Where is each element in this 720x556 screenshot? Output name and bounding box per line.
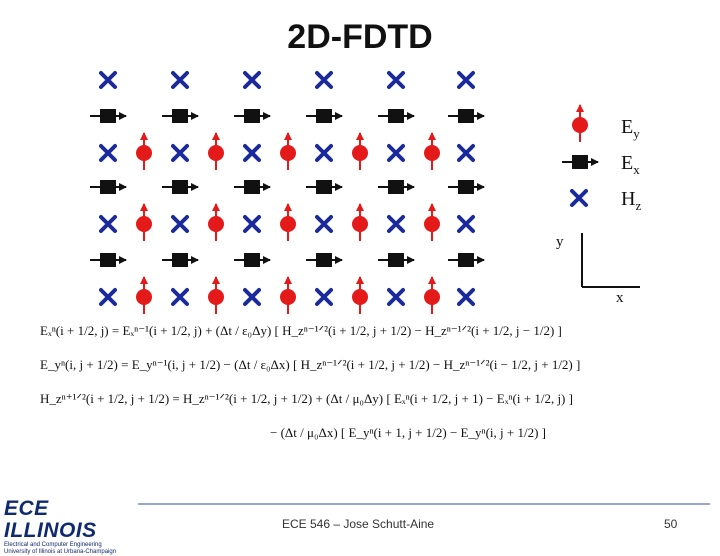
ey-node-icon [352, 276, 368, 314]
ex-node-icon [162, 180, 199, 194]
legend-ex-label: Ex [621, 152, 640, 177]
ey-node-icon [208, 203, 224, 241]
slide-title: 2D-FDTD [287, 18, 433, 56]
ex-node-icon [378, 180, 415, 194]
ex-node-icon [234, 180, 271, 194]
ece-illinois-logo: ECE ILLINOIS Electrical and Computer Eng… [4, 498, 134, 556]
ex-node-icon [306, 253, 343, 267]
hz-node-icon [457, 215, 475, 233]
ex-node-icon [448, 253, 485, 267]
ey-node-icon [352, 203, 368, 241]
ey-update-equation: E_yⁿ(i, j + 1/2) = E_yⁿ⁻¹(i, j + 1/2) − … [40, 357, 581, 372]
hz-node-icon [387, 288, 405, 306]
ex-node-icon [378, 109, 415, 123]
page-number: 50 [664, 517, 678, 531]
ex-node-icon [448, 180, 485, 194]
hz-node-icon [315, 288, 333, 306]
hz-node-icon [243, 288, 261, 306]
ey-node-icon [424, 276, 440, 314]
hz-update-equation: H_zⁿ⁺¹ᐟ²(i + 1/2, j + 1/2) = H_zⁿ⁻¹ᐟ²(i … [40, 391, 573, 406]
hz-node-icon [171, 288, 189, 306]
hz-update-equation-continued: − (Δt / μ₀Δx) [ E_yⁿ(i + 1, j + 1/2) − E… [270, 425, 546, 440]
ey-node-icon [208, 132, 224, 170]
ex-node-icon [448, 109, 485, 123]
hz-node-icon [457, 144, 475, 162]
ey-node-icon [136, 276, 152, 314]
logo-subtitle-2: University of Illinois at Urbana-Champai… [4, 549, 117, 555]
ey-node-icon [280, 276, 296, 314]
ey-node-icon [136, 203, 152, 241]
ex-node-icon [162, 109, 199, 123]
hz-node-icon [99, 288, 117, 306]
ex-update-equation: Eₓⁿ(i + 1/2, j) = Eₓⁿ⁻¹(i + 1/2, j) + (Δ… [40, 323, 562, 338]
y-axis-label: y [556, 234, 564, 250]
yee-cell-grid-diagram [90, 71, 640, 314]
legend-ey-label: Ey [621, 116, 640, 141]
legend-hz-icon [570, 189, 588, 207]
hz-node-icon [99, 144, 117, 162]
hz-node-icon [171, 144, 189, 162]
ey-node-icon [208, 276, 224, 314]
ey-node-icon [280, 132, 296, 170]
hz-node-icon [457, 288, 475, 306]
hz-node-icon [387, 144, 405, 162]
ey-node-icon [136, 132, 152, 170]
hz-node-icon [99, 71, 117, 89]
ex-node-icon [90, 180, 127, 194]
hz-node-icon [171, 71, 189, 89]
ex-node-icon [234, 109, 271, 123]
x-axis-label: x [616, 290, 624, 306]
ey-node-icon [424, 203, 440, 241]
hz-node-icon [457, 71, 475, 89]
ey-node-icon [424, 132, 440, 170]
ex-node-icon [378, 253, 415, 267]
ex-node-icon [306, 109, 343, 123]
hz-node-icon [315, 144, 333, 162]
hz-node-icon [315, 215, 333, 233]
hz-node-icon [243, 215, 261, 233]
ey-node-icon [352, 132, 368, 170]
legend-hz-label: Hz [621, 188, 642, 213]
legend-ex-icon [562, 155, 599, 169]
ey-node-icon [280, 203, 296, 241]
hz-node-icon [243, 71, 261, 89]
ex-node-icon [90, 109, 127, 123]
fdtd-update-equations: Eₓⁿ(i + 1/2, j) = Eₓⁿ⁻¹(i + 1/2, j) + (Δ… [40, 314, 581, 450]
legend-ey-icon [572, 104, 588, 142]
hz-node-icon [387, 71, 405, 89]
logo-wordmark: ECE ILLINOIS [4, 497, 97, 542]
ex-node-icon [234, 253, 271, 267]
ex-node-icon [90, 253, 127, 267]
ex-node-icon [162, 253, 199, 267]
hz-node-icon [171, 215, 189, 233]
hz-node-icon [99, 215, 117, 233]
hz-node-icon [315, 71, 333, 89]
footer-course: ECE 546 – Jose Schutt-Aine [282, 517, 435, 531]
hz-node-icon [387, 215, 405, 233]
hz-node-icon [243, 144, 261, 162]
ex-node-icon [306, 180, 343, 194]
footer-divider [138, 503, 710, 505]
logo-subtitle-1: Electrical and Computer Engineering [4, 542, 102, 548]
